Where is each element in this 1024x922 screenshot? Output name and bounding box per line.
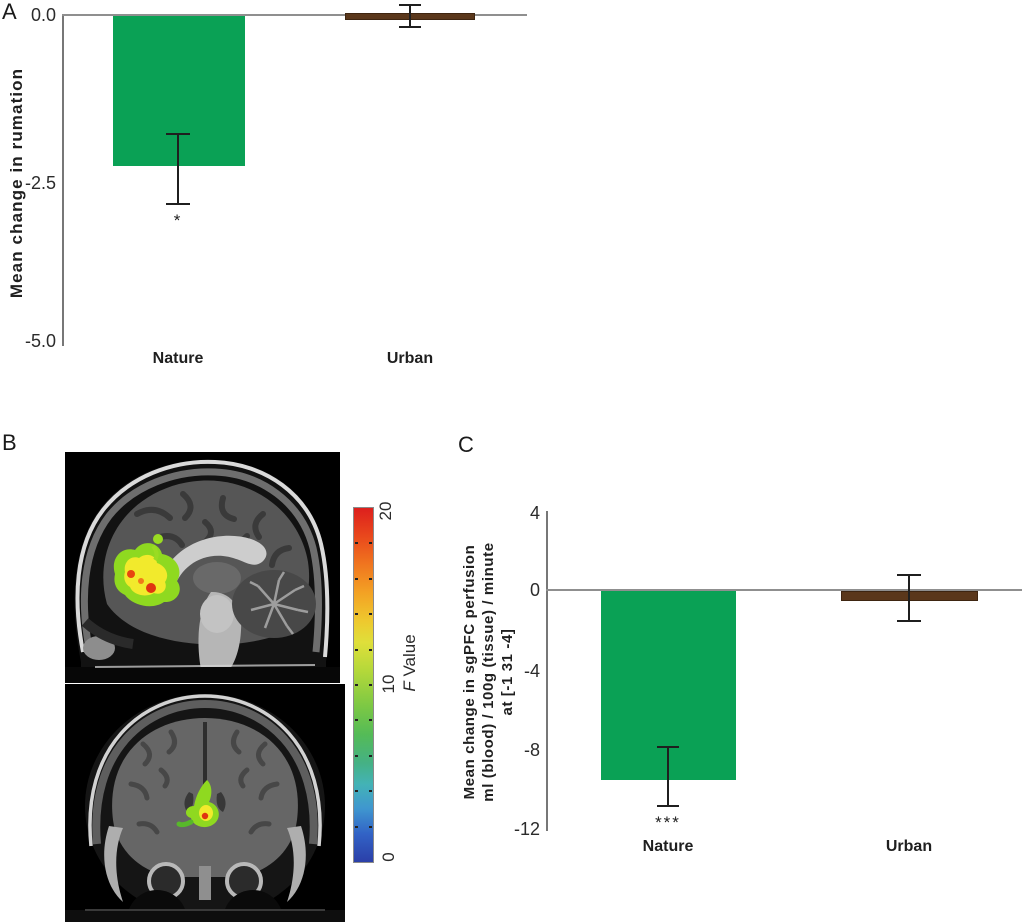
panel-a-ytick-2: -5.0: [24, 331, 56, 351]
colorbar-minor-tick: [369, 755, 372, 757]
colorbar-tick-20: 20: [376, 501, 395, 521]
colorbar-minor-tick: [369, 826, 372, 828]
colorbar-minor-tick: [355, 755, 358, 757]
colorbar-minor-tick: [369, 790, 372, 792]
colorbar-label-f: F: [400, 681, 419, 692]
panel-a-nature-label: Nature: [152, 350, 204, 367]
panel-c-significance: ***: [655, 812, 681, 832]
coronal-mri-image: [65, 684, 345, 922]
panel-a-urban-errorbar: [399, 4, 421, 28]
colorbar-label-value: Value: [400, 634, 419, 677]
panel-a-y-axis: [62, 14, 64, 346]
panel-c-y-axis-label-line1: Mean change in sgPFC perfusion: [461, 544, 478, 800]
panel-c-y-axis: [546, 511, 548, 831]
panel-a-nature-errorbar: [166, 133, 190, 206]
colorbar-minor-tick: [369, 649, 372, 651]
coronal-mri-drawing: [65, 684, 345, 922]
colorbar-tick-10: 10: [379, 674, 398, 694]
panel-c-ytick-2: -4: [523, 661, 540, 681]
colorbar-tick-0: 0: [379, 852, 398, 862]
sagittal-mri-image: [65, 452, 340, 683]
colorbar-minor-tick: [355, 826, 358, 828]
panel-a-zero-line: [62, 14, 527, 16]
panel-c-ytick-3: -8: [523, 740, 540, 760]
panel-c-nature-errorbar: [657, 746, 679, 807]
panel-a-ytick-0: 0.0: [30, 5, 56, 25]
panel-c-urban-label: Urban: [885, 838, 933, 855]
colorbar-minor-tick: [355, 578, 358, 580]
colorbar-axis-label: F Value: [400, 613, 420, 713]
panel-b-letter: B: [2, 430, 17, 455]
panel-c-ytick-4: -12: [513, 819, 540, 839]
panel-c-nature-label: Nature: [642, 838, 694, 855]
panel-c-zero-line: [546, 589, 1022, 591]
panel-a-ytick-1: -2.5: [24, 173, 56, 193]
colorbar-minor-tick: [369, 542, 372, 544]
panel-c-urban-errorbar: [897, 574, 921, 622]
colorbar-minor-tick: [355, 684, 358, 686]
f-value-colorbar: [353, 507, 374, 863]
panel-c-ytick-0: 4: [529, 503, 540, 523]
panel-a-significance: *: [173, 211, 183, 231]
colorbar-minor-tick: [369, 613, 372, 615]
colorbar-minor-tick: [355, 613, 358, 615]
panel-a-urban-label: Urban: [386, 350, 434, 367]
sagittal-mri-drawing: [65, 452, 340, 683]
colorbar-minor-tick: [355, 649, 358, 651]
colorbar-minor-tick: [355, 542, 358, 544]
panel-c-ytick-1: 0: [529, 580, 540, 600]
colorbar-minor-tick: [369, 719, 372, 721]
panel-c-letter: C: [458, 432, 474, 457]
colorbar-minor-tick: [355, 719, 358, 721]
panel-a-nature-bar: [113, 16, 245, 166]
colorbar-minor-tick: [369, 578, 372, 580]
panel-a-letter: A: [2, 0, 17, 24]
colorbar-minor-tick: [355, 790, 358, 792]
colorbar-minor-tick: [369, 684, 372, 686]
